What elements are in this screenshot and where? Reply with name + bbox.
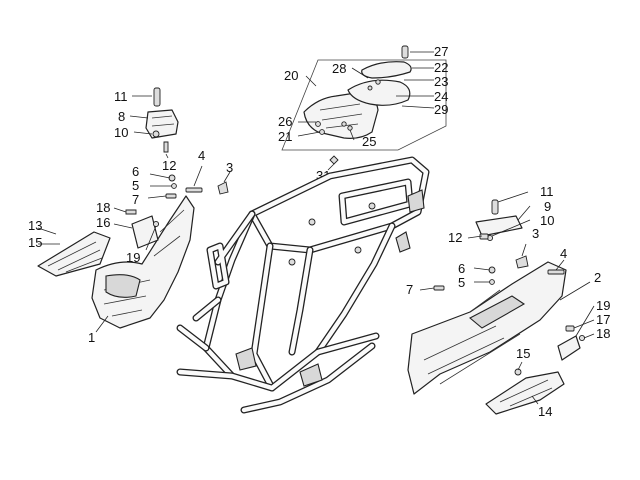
callout-7-left: 7 [132, 192, 139, 207]
callout-23: 23 [434, 74, 448, 89]
callout-1: 1 [88, 330, 95, 345]
cover-right [485, 371, 565, 415]
plate-left [131, 215, 159, 249]
footrest-right [475, 215, 523, 237]
callout-13: 13 [28, 218, 42, 233]
callout-2: 2 [594, 270, 601, 285]
callout-12-right: 12 [448, 230, 462, 245]
callout-4-left: 4 [198, 148, 205, 163]
pocket-lid [347, 79, 411, 106]
callout-5-right: 5 [458, 275, 465, 290]
cover-left [37, 231, 111, 277]
callout-11-right: 11 [540, 184, 554, 199]
callout-7-right: 7 [406, 282, 413, 297]
callout-10: 10 [114, 125, 128, 140]
callout-11: 11 [114, 89, 128, 104]
main-frame [176, 156, 430, 414]
spring-top [163, 141, 169, 153]
callout-19-left: 19 [126, 250, 140, 265]
callout-25: 25 [362, 134, 376, 149]
callout-15-right: 15 [516, 346, 530, 361]
right-side-parts: 11 9 10 12 3 4 6 5 7 2 19 17 18 15 14 [406, 184, 610, 419]
callout-17: 17 [596, 312, 610, 327]
callout-22: 22 [434, 60, 448, 75]
frame-body-right [407, 261, 567, 395]
callout-3-right: 3 [532, 226, 539, 241]
callout-18-right: 18 [596, 326, 610, 341]
callout-27: 27 [434, 44, 448, 59]
callout-26: 26 [278, 114, 292, 129]
callout-24: 24 [434, 89, 448, 104]
clip-top [152, 130, 160, 138]
left-side-parts: 13 15 18 16 19 6 5 7 4 3 1 [28, 148, 233, 345]
callout-15-left: 15 [28, 235, 42, 250]
pocket-handle [361, 61, 412, 79]
left-footrest-group: 11 8 10 12 [114, 87, 179, 173]
callout-16: 16 [96, 215, 110, 230]
bracket-right [557, 335, 581, 361]
callout-5-left: 5 [132, 178, 139, 193]
callout-6-right: 6 [458, 261, 465, 276]
callout-14: 14 [538, 404, 552, 419]
callout-18-left: 18 [96, 200, 110, 215]
pocket-body [303, 91, 379, 139]
glove-box-assembly: 20 28 27 22 23 24 29 26 21 25 31 [278, 44, 448, 183]
callout-19-right: 19 [596, 298, 610, 313]
footrest-top [145, 109, 179, 139]
callout-3-left: 3 [226, 160, 233, 175]
callout-28: 28 [332, 61, 346, 76]
callout-29: 29 [434, 102, 448, 117]
callout-6-left: 6 [132, 164, 139, 179]
callout-9: 9 [544, 199, 551, 214]
screw-top [153, 87, 161, 107]
callout-10-right: 10 [540, 213, 554, 228]
callout-4-right: 4 [560, 246, 567, 261]
callout-8: 8 [118, 109, 125, 124]
callout-20: 20 [284, 68, 298, 83]
assembly-outline [281, 59, 447, 151]
callout-21: 21 [278, 129, 292, 144]
pocket-handle-pin [401, 45, 409, 59]
callout-12: 12 [162, 158, 176, 173]
